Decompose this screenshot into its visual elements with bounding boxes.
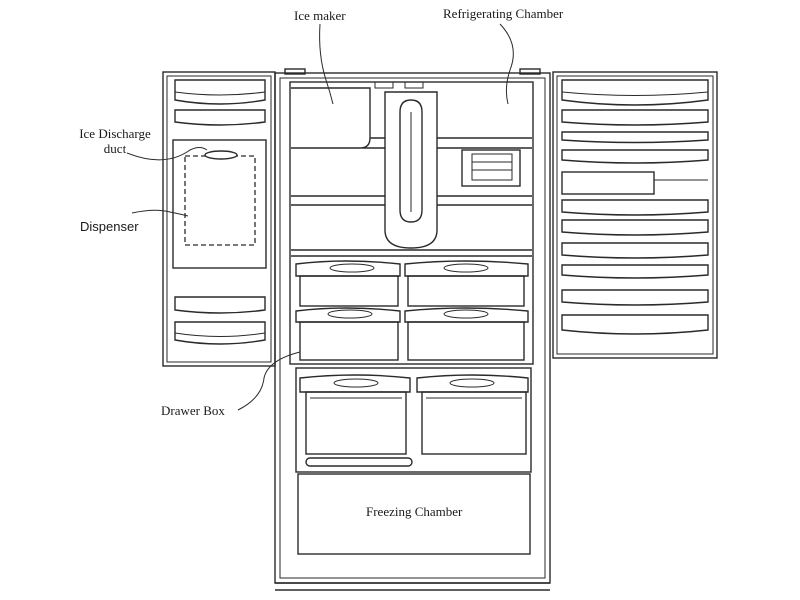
right-door	[552, 71, 718, 359]
dispenser-outline	[184, 155, 256, 246]
drawer-box-label: Drawer Box	[161, 403, 225, 418]
center-duct	[384, 91, 438, 249]
freezer-compartment	[295, 367, 532, 555]
upper-drawers	[295, 260, 529, 361]
refrigerating-chamber-label: Refrigerating Chamber	[443, 6, 564, 21]
leader-refrigerating-chamber	[499, 23, 514, 105]
leader-ice-discharge-duct	[126, 147, 208, 161]
ice-discharge-duct	[204, 150, 238, 160]
base	[275, 582, 550, 591]
leader-ice-maker	[319, 23, 334, 105]
ice-discharge-duct-label-line2: duct	[103, 141, 127, 156]
dispenser-label: Dispenser	[80, 219, 139, 234]
left-door	[162, 71, 276, 367]
ice-discharge-duct-label: Ice Discharge duct	[76, 126, 154, 156]
freezing-chamber-label: Freezing Chamber	[366, 504, 463, 519]
control-panel	[461, 149, 521, 187]
ice-discharge-duct-label-line1: Ice Discharge	[79, 126, 151, 141]
ice-maker-box	[291, 87, 371, 149]
leader-dispenser	[131, 209, 189, 217]
leader-drawer-box	[237, 351, 301, 411]
ice-maker-label: Ice maker	[294, 8, 346, 23]
